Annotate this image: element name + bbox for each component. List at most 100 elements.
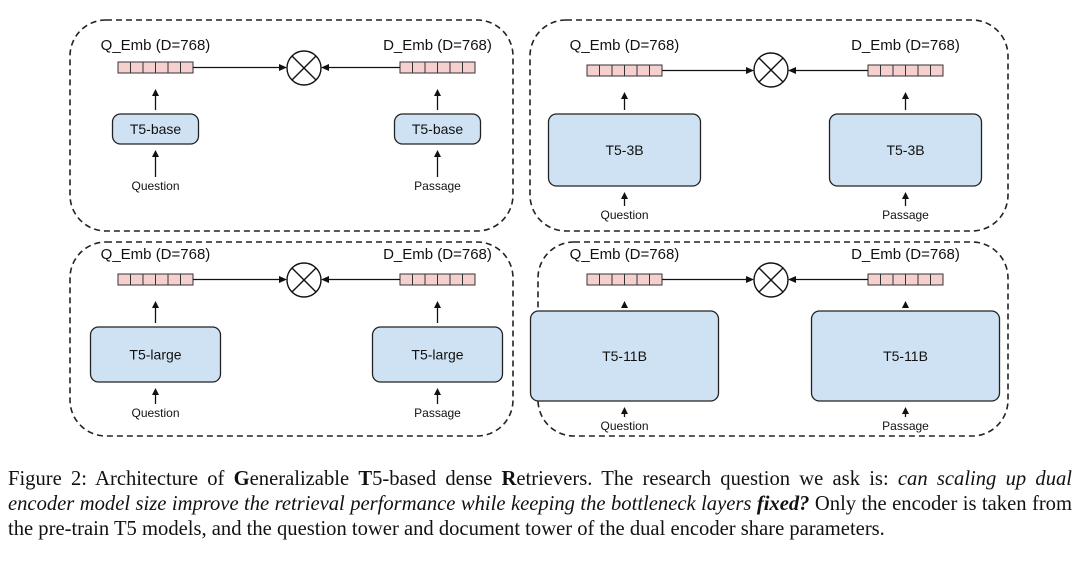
d-encoder-label: T5-base [412,121,464,137]
d-emb-cell [905,64,919,77]
d-emb-cell [892,273,906,286]
d-emb-cell [930,64,944,77]
d-emb-label: D_Emb (D=768) [383,37,492,54]
q-emb-label: Q_Emb (D=768) [570,37,680,54]
caption-text: etrievers. The research question we ask … [516,468,898,490]
question-label: Question [131,406,179,420]
q-emb-cell [117,61,131,74]
q-emb-cell [636,64,650,77]
d-emb-cell [905,273,919,286]
d-emb-cell [917,273,931,286]
q-emb-cell [130,273,144,286]
d-to-dot-arrow-head [321,276,329,283]
q-emb-cell [649,64,663,77]
q-emb-cell [624,273,638,286]
q-to-dot-arrow-head [746,67,754,74]
d-encoder-box [828,113,983,187]
q-encoder-box [529,310,720,402]
question-arrow-head [152,150,159,157]
d-emb-cell [449,61,463,74]
d-encoder-label: T5-large [411,347,463,363]
q-emb-label: Q_Emb (D=768) [101,37,211,54]
q-encoder-label: T5-base [130,121,182,137]
q-emb-cell [180,61,194,74]
caption-initial-r: R [501,468,517,490]
q-emb-cell [180,273,194,286]
caption-initial-g: G [233,468,250,490]
d-encoder-arrow-head [434,301,441,308]
caption-suffix: Only the encoder is taken from the pre-t… [8,493,1072,540]
q-emb-cell [624,64,638,77]
panel-large-border [69,241,514,437]
d-encoder-arrow-head [434,89,441,96]
d-emb-label: D_Emb (D=768) [851,246,960,263]
d-emb-cell [449,273,463,286]
q-emb-cell [649,273,663,286]
d-emb-cell [462,273,476,286]
passage-arrow-head [902,192,909,199]
q-encoder-label: T5-3B [605,142,643,158]
d-encoder-box [810,310,1001,402]
otimes-cross [291,267,317,293]
d-emb-cell [437,273,451,286]
q-emb-cell [599,64,613,77]
passage-arrow-head [434,150,441,157]
panel-3b-border [529,19,1009,232]
d-emb-cell [880,64,894,77]
q-emb-cell [611,273,625,286]
q-encoder-arrow-head [152,301,159,308]
q-emb-label: Q_Emb (D=768) [570,246,680,263]
question-arrow-head [621,192,628,199]
d-encoder-label: T5-3B [886,142,924,158]
passage-label: Passage [414,179,461,193]
d-emb-cell [867,64,881,77]
d-emb-cell [437,61,451,74]
d-emb-label: D_Emb (D=768) [851,37,960,54]
caption-initial-t: T [358,468,373,490]
panel-11b-border [537,241,1009,437]
caption-prefix: Figure 2: Architecture of [8,468,234,490]
caption-text: eneralizable [249,468,359,490]
caption-text: 5-based dense [372,468,502,490]
d-encoder-arrow-head [902,301,909,308]
q-encoder-box [547,113,702,187]
architecture-diagram: Q_Emb (D=768) D_Emb (D=768) T5-base T5-base… [69,19,1009,437]
q-emb-cell [130,61,144,74]
q-emb-cell [155,273,169,286]
q-to-dot-arrow-head [746,276,754,283]
q-emb-cell [142,61,156,74]
d-emb-cell [399,273,413,286]
d-encoder-box [393,113,482,145]
caption-emphasis: fixed? [756,493,810,515]
d-to-dot-arrow-head [788,276,796,283]
d-emb-cell [867,273,881,286]
q-encoder-arrow-head [152,89,159,96]
passage-arrow-head [434,388,441,395]
q-emb-cell [599,273,613,286]
d-emb-cell [917,64,931,77]
q-emb-cell [636,273,650,286]
q-encoder-label: T5-large [129,347,181,363]
d-to-dot-arrow-head [788,67,796,74]
q-encoder-arrow-head [621,301,628,308]
q-emb-cell [586,273,600,286]
question-label: Question [600,208,648,222]
panel-base-border [69,19,514,232]
q-emb-cell [155,61,169,74]
passage-label: Passage [882,419,929,433]
d-emb-cell [892,64,906,77]
otimes-cross [758,57,784,83]
d-emb-cell [930,273,944,286]
q-emb-cell [167,273,181,286]
d-encoder-arrow-head [902,92,909,99]
q-encoder-box [111,113,200,145]
d-encoder-label: T5-11B [883,348,928,364]
d-emb-cell [424,61,438,74]
question-label: Question [131,179,179,193]
caption-research-question: can scaling up dual encoder model size i… [8,468,1073,515]
d-emb-cell [412,273,426,286]
question-arrow-head [621,407,628,414]
q-to-dot-arrow-head [279,64,287,71]
figure-caption: Figure 2: Architecture of Generalizable … [8,467,1072,542]
d-emb-label: D_Emb (D=768) [383,246,492,263]
